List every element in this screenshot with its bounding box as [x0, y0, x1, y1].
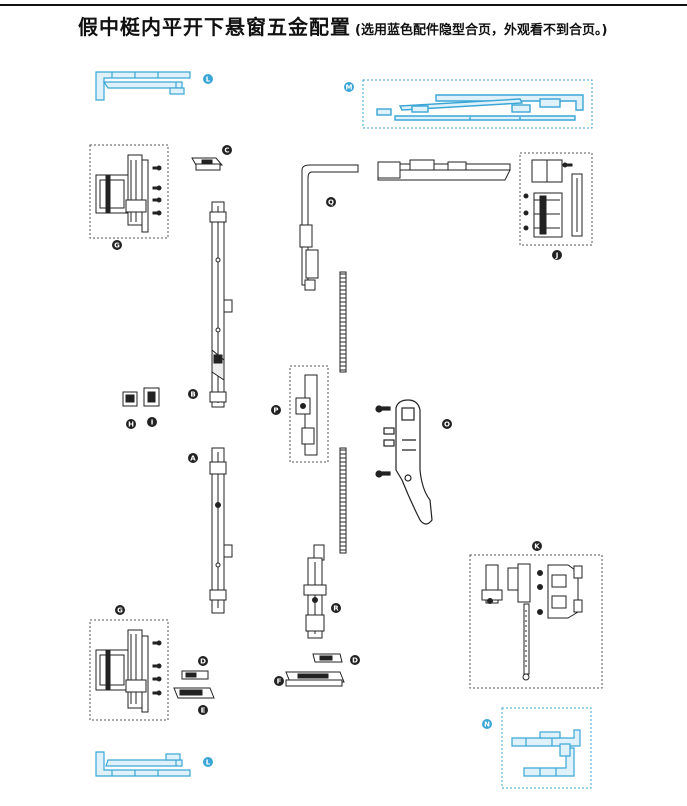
group-box-g-bottom — [89, 619, 169, 721]
label-d-right: D — [350, 655, 360, 665]
label-h: H — [126, 419, 136, 429]
label-m: M — [344, 82, 354, 92]
keeper-e — [173, 687, 215, 699]
label-f: F — [274, 676, 284, 686]
group-box-n — [501, 707, 592, 789]
group-box-j — [519, 152, 593, 246]
label-b: B — [188, 389, 198, 399]
svg-text:K: K — [534, 543, 540, 551]
group-box-m — [362, 79, 593, 129]
svg-text:R: R — [333, 605, 339, 613]
top-connecting-bar — [377, 159, 511, 181]
label-g-top: G — [112, 240, 122, 250]
svg-text:D: D — [200, 658, 206, 666]
group-box-g-top — [89, 144, 169, 239]
svg-text:B: B — [190, 391, 195, 399]
label-g-bottom: G — [115, 605, 125, 615]
transmission-bar-b — [209, 201, 233, 408]
svg-text:C: C — [224, 147, 229, 155]
group-box-k — [469, 554, 603, 689]
svg-text:J: J — [555, 252, 559, 260]
label-e: E — [198, 705, 208, 715]
label-i: I — [147, 417, 157, 427]
hinge-arm-l-bottom — [95, 751, 191, 777]
label-d-left: D — [198, 656, 208, 666]
label-j: J — [552, 250, 562, 260]
connector-p — [295, 374, 318, 456]
corner-hinge-g-top — [95, 154, 162, 233]
corner-hinge-g-bottom — [95, 629, 162, 713]
keeper-f — [285, 671, 345, 687]
svg-text:I: I — [151, 419, 154, 427]
svg-text:O: O — [444, 421, 450, 429]
svg-text:L: L — [206, 759, 211, 767]
label-l-bottom: L — [203, 757, 213, 767]
page-title: 假中梃内平开下悬窗五金配置 (选用蓝色配件隐型合页，外观看不到合页。) — [78, 11, 607, 40]
svg-text:G: G — [114, 242, 120, 250]
label-o: O — [442, 419, 452, 429]
keeper-d-right — [312, 653, 343, 663]
keeper-c — [191, 157, 224, 171]
svg-text:Q: Q — [328, 199, 334, 207]
label-n: N — [482, 719, 492, 729]
label-a: A — [188, 453, 198, 463]
group-box-p — [289, 365, 329, 463]
svg-text:P: P — [273, 407, 278, 415]
svg-text:N: N — [484, 721, 490, 729]
window-handle-o — [375, 399, 433, 525]
title-rule — [0, 4, 687, 6]
keeper-h — [122, 391, 138, 407]
corner-drive-r — [303, 544, 327, 639]
svg-text:D: D — [352, 657, 358, 665]
svg-text:F: F — [277, 678, 282, 686]
scissor-arm-m — [376, 94, 584, 121]
corner-drive-q — [299, 164, 359, 291]
label-k: K — [532, 541, 542, 551]
svg-text:L: L — [206, 76, 211, 84]
keeper-d-left — [181, 670, 209, 680]
keeper-i — [143, 387, 160, 407]
locking-strip-upper — [339, 271, 347, 373]
svg-text:A: A — [190, 455, 196, 463]
transmission-bar-a — [209, 447, 233, 614]
title-main: 假中梃内平开下悬窗五金配置 — [78, 15, 351, 39]
hinge-arm-l-top — [95, 71, 191, 101]
svg-text:G: G — [117, 607, 123, 615]
label-l-top: L — [203, 74, 213, 84]
hardware-kit-k — [481, 563, 583, 681]
locking-strip-lower — [339, 447, 347, 554]
hinge-set-j — [523, 159, 583, 238]
label-q: Q — [326, 197, 336, 207]
title-note: (选用蓝色配件隐型合页，外观看不到合页。) — [355, 23, 608, 38]
label-p: P — [271, 405, 281, 415]
hidden-hinge-n — [511, 729, 581, 777]
svg-text:E: E — [201, 707, 206, 715]
svg-text:H: H — [128, 421, 134, 429]
svg-text:M: M — [346, 84, 353, 92]
label-c: C — [222, 145, 232, 155]
label-r: R — [331, 603, 341, 613]
